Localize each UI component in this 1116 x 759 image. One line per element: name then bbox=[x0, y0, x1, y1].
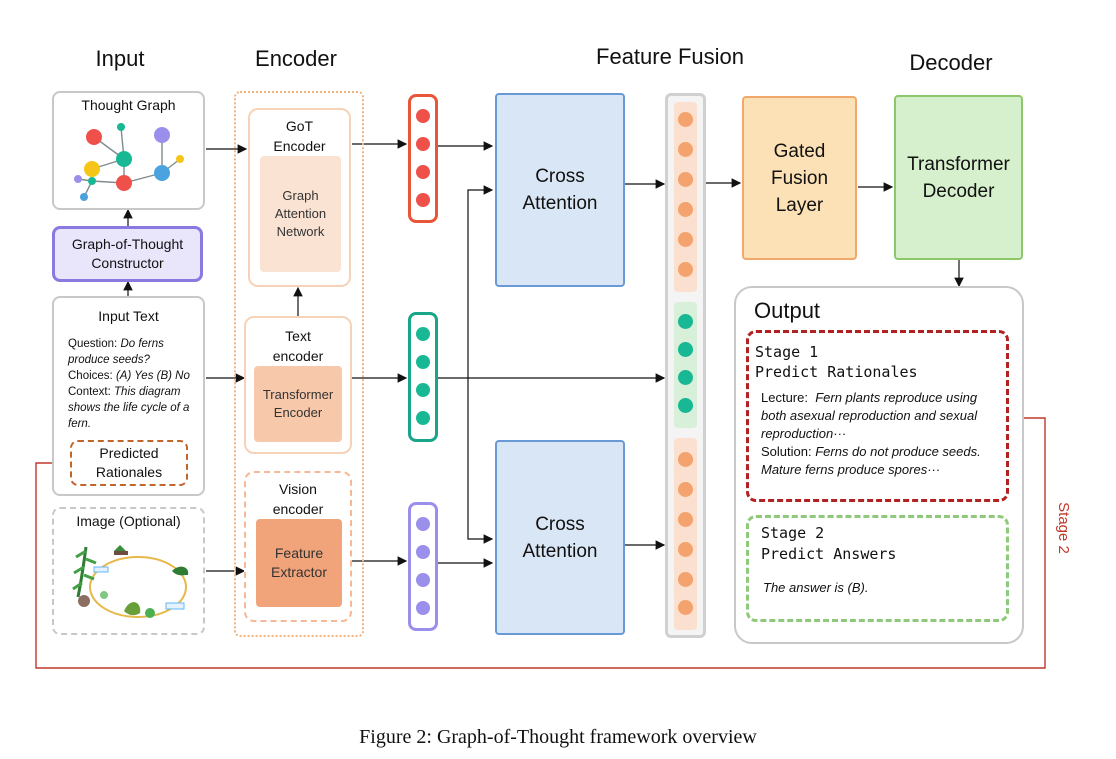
stage1-content: Lecture: Fern plants reproduce using bot… bbox=[761, 389, 993, 479]
text-node bbox=[416, 327, 430, 341]
image-title: Image (Optional) bbox=[76, 513, 181, 529]
text-node bbox=[416, 411, 430, 425]
question-label: Question: bbox=[68, 338, 118, 350]
graph-attention-network: Graph Attention Network bbox=[260, 156, 341, 272]
answer-text: The answer is (B). bbox=[763, 580, 869, 595]
stage2-subtitle: Predict Answers bbox=[761, 545, 897, 563]
vision-node bbox=[416, 601, 430, 615]
input-text-content: Question: Do ferns produce seeds? Choice… bbox=[68, 336, 198, 432]
cross-attention-bottom: Cross Attention bbox=[495, 440, 625, 635]
vision-encoder: Vision encoder Feature Extractor bbox=[244, 471, 352, 622]
output-title: Output bbox=[754, 298, 821, 323]
choices-label: Choices: bbox=[68, 370, 113, 382]
header-input: Input bbox=[95, 46, 145, 71]
transformer-encoder-label: Transformer Encoder bbox=[262, 387, 334, 420]
fusion-node bbox=[678, 482, 693, 497]
feature-extractor-label: Feature Extractor bbox=[270, 545, 327, 580]
vision-node bbox=[416, 573, 430, 587]
got-node bbox=[416, 137, 430, 151]
fusion-node bbox=[678, 452, 693, 467]
feature-extractor: Feature Extractor bbox=[256, 519, 342, 607]
vision-embedding-nodes bbox=[408, 502, 438, 631]
constructor-label: Graph-of-Thought Constructor bbox=[71, 236, 184, 271]
got-encoder-title: GoT Encoder bbox=[273, 118, 326, 154]
text-embedding-nodes bbox=[408, 312, 438, 442]
fusion-text-node bbox=[678, 398, 693, 413]
transformer-decoder-label: Transformer Decoder bbox=[907, 153, 1010, 202]
thought-graph-illustration bbox=[74, 123, 184, 201]
stage1-box: Stage 1 Predict Rationales Lecture: Fern… bbox=[746, 330, 1009, 502]
text-encoder-title: Text encoder bbox=[272, 328, 324, 364]
cross-attention-top: Cross Attention bbox=[495, 93, 625, 287]
cross-attention-top-label: Cross Attention bbox=[522, 166, 598, 214]
text-encoder: Text encoder Transformer Encoder bbox=[244, 316, 352, 454]
gated-fusion-layer: Gated Fusion Layer bbox=[742, 96, 857, 260]
lecture-label: Lecture: bbox=[761, 390, 808, 405]
predicted-rationales-label: Predicted Rationales bbox=[95, 445, 163, 480]
got-embedding-nodes bbox=[408, 94, 438, 223]
stage2-box: Stage 2 Predict Answers The answer is (B… bbox=[746, 515, 1009, 622]
fusion-node bbox=[678, 142, 693, 157]
fusion-node bbox=[678, 512, 693, 527]
fusion-segment-top bbox=[674, 102, 697, 292]
fusion-text-node bbox=[678, 342, 693, 357]
encoder-container bbox=[234, 91, 364, 637]
gated-fusion-label: Gated Fusion Layer bbox=[770, 140, 829, 216]
fusion-node bbox=[678, 262, 693, 277]
header-decoder: Decoder bbox=[909, 50, 993, 75]
stage1-title: Stage 1 bbox=[755, 343, 819, 361]
predicted-rationales-box: Predicted Rationales bbox=[70, 440, 188, 486]
stage2-side-label: Stage 2 bbox=[1055, 502, 1072, 554]
lecture-text: Fern plants reproduce using both asexual… bbox=[761, 390, 978, 441]
solution-label: Solution: bbox=[761, 444, 812, 459]
fusion-node bbox=[678, 542, 693, 557]
fusion-segment-bottom bbox=[674, 438, 697, 630]
transformer-decoder: Transformer Decoder bbox=[894, 95, 1023, 260]
context-text: This diagram shows the life cycle of a f… bbox=[68, 386, 190, 430]
fusion-segment-middle bbox=[674, 302, 697, 428]
vision-node bbox=[416, 517, 430, 531]
fern-lifecycle-image bbox=[72, 545, 189, 618]
text-node bbox=[416, 355, 430, 369]
fusion-node bbox=[678, 600, 693, 615]
fusion-node bbox=[678, 202, 693, 217]
fusion-node bbox=[678, 112, 693, 127]
input-text-title: Input Text bbox=[98, 308, 159, 324]
solution-text: Ferns do not produce seeds. Mature ferns… bbox=[761, 444, 981, 477]
context-label: Context: bbox=[68, 386, 111, 398]
graph-attention-network-label: Graph Attention Network bbox=[274, 188, 327, 239]
fusion-column bbox=[665, 93, 706, 638]
fusion-node bbox=[678, 572, 693, 587]
question-text: Do ferns produce seeds? bbox=[68, 338, 164, 366]
fusion-text-node bbox=[678, 370, 693, 385]
image-box: Image (Optional) bbox=[52, 507, 205, 635]
vision-node bbox=[416, 545, 430, 559]
transformer-encoder: Transformer Encoder bbox=[254, 366, 342, 442]
stage1-heading: Stage 1 Predict Rationales bbox=[755, 342, 918, 382]
stage2-heading: Stage 2 Predict Answers bbox=[761, 523, 896, 565]
header-feature-fusion: Feature Fusion bbox=[596, 44, 744, 69]
thought-graph-title: Thought Graph bbox=[81, 97, 176, 113]
vision-encoder-title: Vision encoder bbox=[272, 481, 324, 517]
got-node bbox=[416, 193, 430, 207]
got-node bbox=[416, 165, 430, 179]
got-encoder: GoT Encoder Graph Attention Network bbox=[248, 108, 351, 287]
stage1-subtitle: Predict Rationales bbox=[755, 363, 918, 381]
header-encoder: Encoder bbox=[255, 46, 337, 71]
thought-graph-box: Thought Graph bbox=[52, 91, 205, 210]
fusion-text-node bbox=[678, 314, 693, 329]
figure-caption: Figure 2: Graph-of-Thought framework ove… bbox=[359, 726, 757, 748]
fusion-node bbox=[678, 172, 693, 187]
got-node bbox=[416, 109, 430, 123]
graph-of-thought-constructor: Graph-of-Thought Constructor bbox=[52, 226, 203, 282]
cross-attention-bottom-label: Cross Attention bbox=[522, 513, 598, 562]
stage2-title: Stage 2 bbox=[761, 524, 825, 542]
choices-text: (A) Yes (B) No bbox=[115, 370, 190, 382]
text-node bbox=[416, 383, 430, 397]
input-text-box: Input Text Question: Do ferns produce se… bbox=[52, 296, 205, 496]
fusion-node bbox=[678, 232, 693, 247]
